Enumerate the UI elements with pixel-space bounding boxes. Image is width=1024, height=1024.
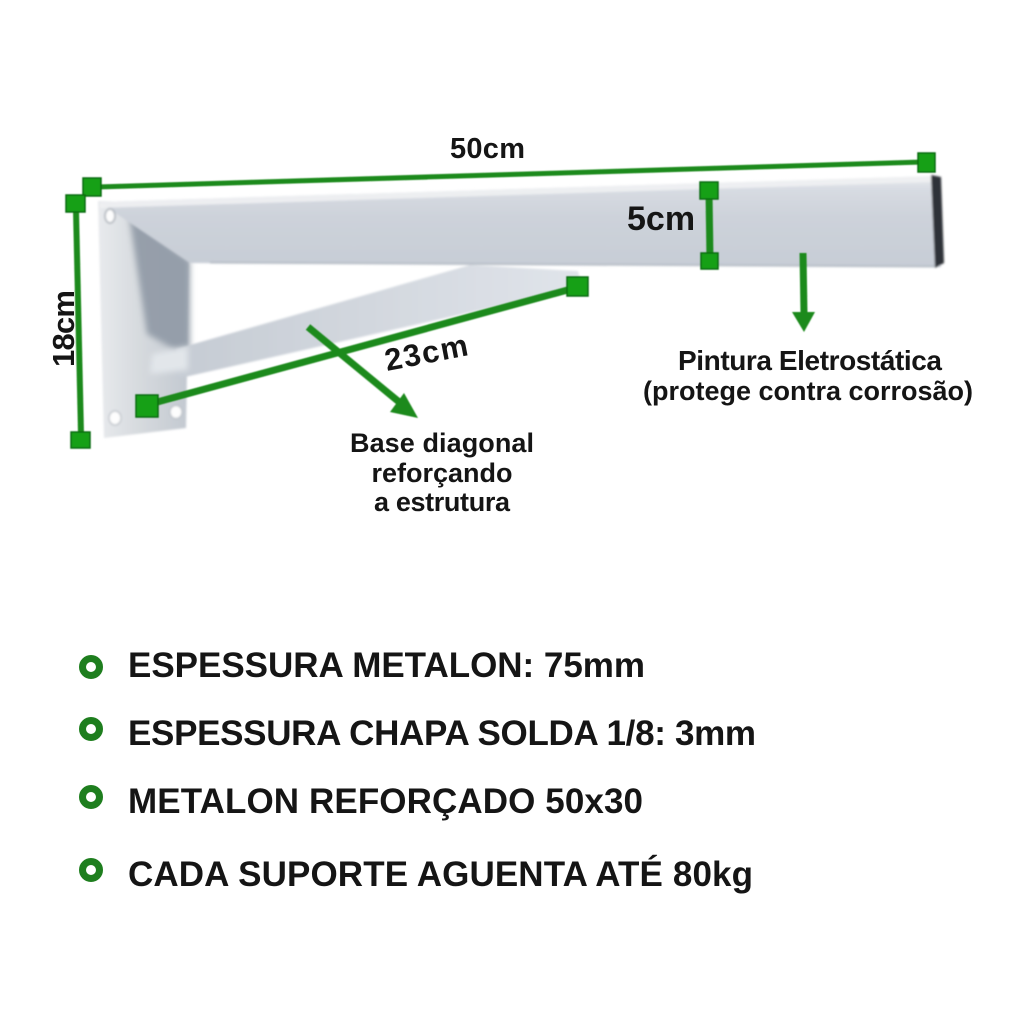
svg-text:reforçando: reforçando [372, 458, 513, 488]
svg-text:Base diagonal: Base diagonal [350, 428, 534, 458]
svg-text:CADA SUPORTE AGUENTA ATÉ 80kg: CADA SUPORTE AGUENTA ATÉ 80kg [128, 854, 753, 894]
svg-text:ESPESSURA CHAPA SOLDA 1/8: 3mm: ESPESSURA CHAPA SOLDA 1/8: 3mm [128, 714, 756, 753]
svg-text:METALON REFORÇADO 50x30: METALON REFORÇADO 50x30 [128, 782, 643, 821]
svg-text:Pintura Eletrostática: Pintura Eletrostática [678, 345, 942, 376]
svg-text:18cm: 18cm [46, 290, 81, 367]
svg-text:(protege contra corrosão): (protege contra corrosão) [643, 376, 973, 406]
svg-text:ESPESSURA METALON: 75mm: ESPESSURA METALON: 75mm [128, 646, 645, 685]
svg-text:a estrutura: a estrutura [374, 487, 511, 517]
svg-text:50cm: 50cm [450, 133, 525, 165]
svg-text:5cm: 5cm [627, 200, 695, 238]
